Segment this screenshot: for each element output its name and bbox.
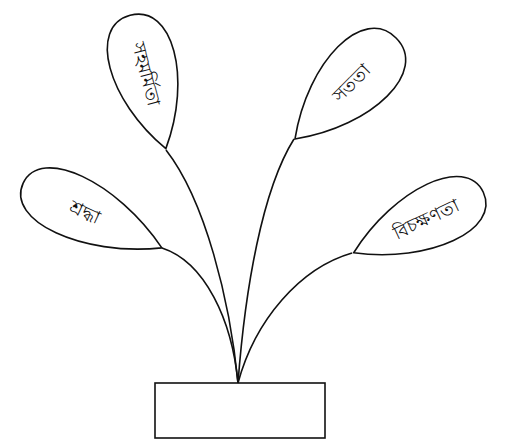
stem — [166, 150, 238, 383]
leaf-outline — [98, 7, 197, 157]
leaf-shape: শ্রদ্ধা — [4, 144, 180, 287]
flower-pot — [155, 383, 325, 438]
leaf-outline — [340, 164, 496, 281]
stem — [238, 139, 294, 383]
leaf-shape: সততা — [260, 3, 430, 173]
leaf-outline — [10, 154, 175, 275]
stem — [238, 253, 352, 383]
leaf-outline — [270, 13, 420, 163]
leaf-shape: সহমর্মিতা — [86, 3, 209, 162]
leaf-shape: বিচক্ষণতা — [334, 153, 501, 291]
stem — [162, 248, 238, 383]
